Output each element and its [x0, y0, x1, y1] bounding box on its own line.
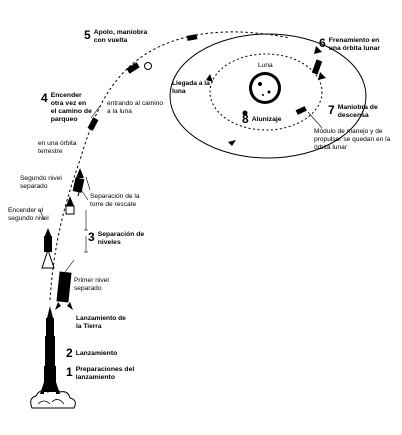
step-label: Alunizaje	[251, 116, 282, 123]
step-label: Lanzamiento	[75, 350, 118, 357]
earth-launch-label: Lanzamiento de la Tierra	[76, 315, 126, 330]
to-lunar-path-label: entrando al camino a la luna	[107, 100, 164, 115]
step-label: Frenamiento en una órbita lunar	[328, 37, 381, 52]
step-number: 5	[84, 28, 91, 42]
second-stage-icon	[72, 168, 85, 193]
trajectory-path	[49, 31, 291, 301]
step-label: Apolo, maniobra con vuelta	[93, 29, 148, 44]
step-label: Maniobra de descensa	[337, 104, 378, 119]
moon-label: Luna	[258, 62, 273, 69]
step-5: 5 Apolo, maniobra con vuelta	[84, 29, 160, 45]
step-label: Separación de niveles	[97, 231, 145, 246]
step-2: 2 Lanzamiento	[66, 347, 117, 359]
step-label: Preparaciones del lanzamiento	[75, 366, 135, 381]
step-number: 8	[242, 112, 249, 126]
step-1: 1 Preparaciones del lanzamiento	[66, 366, 142, 382]
step-3: 3 Separación de niveles	[88, 231, 154, 247]
second-stage-separated-label: Segundo nivel separado	[20, 175, 62, 190]
upper-stage-icon	[41, 228, 55, 269]
moon-icon	[249, 72, 281, 104]
step-number: 6	[319, 36, 326, 50]
step-6: 6 Frenamiento en una órbita lunar	[319, 37, 391, 53]
second-stage-ignite-label: Encender el segundo nivel	[8, 207, 49, 222]
saturn-rocket-icon	[40, 306, 60, 394]
lunar-orbit-inner	[209, 53, 323, 131]
module-remains-label: Módulo de manejo y de propulsor se queda…	[314, 128, 391, 151]
first-stage-icon	[55, 271, 73, 310]
step-7: 7 Maniobra de descensa	[328, 104, 388, 120]
step-number: 1	[66, 365, 73, 379]
step-number: 2	[66, 346, 73, 360]
arrival-label: Llegada a la luna	[172, 80, 210, 95]
step-number: 7	[328, 103, 335, 117]
step-4: 4 Encender otra vez en el camino de parq…	[41, 92, 93, 124]
step-number: 4	[41, 91, 48, 105]
leader-lines	[39, 105, 323, 277]
earth-orbit-label: en una órbita terrestre	[38, 140, 77, 155]
lunar-orbit-outer	[169, 33, 367, 159]
first-stage-separated-label: Primer nivel separado	[74, 277, 109, 292]
step-number: 3	[88, 230, 95, 244]
spacecraft-icon	[87, 34, 198, 131]
lunar-module-icon	[242, 59, 326, 116]
step-8: 8 Alunizaje	[242, 113, 282, 125]
step-label: Encender otra vez en el camino de parque…	[50, 92, 92, 123]
rescue-tower-separation-label: Separación de la torre de rescate	[90, 193, 140, 208]
